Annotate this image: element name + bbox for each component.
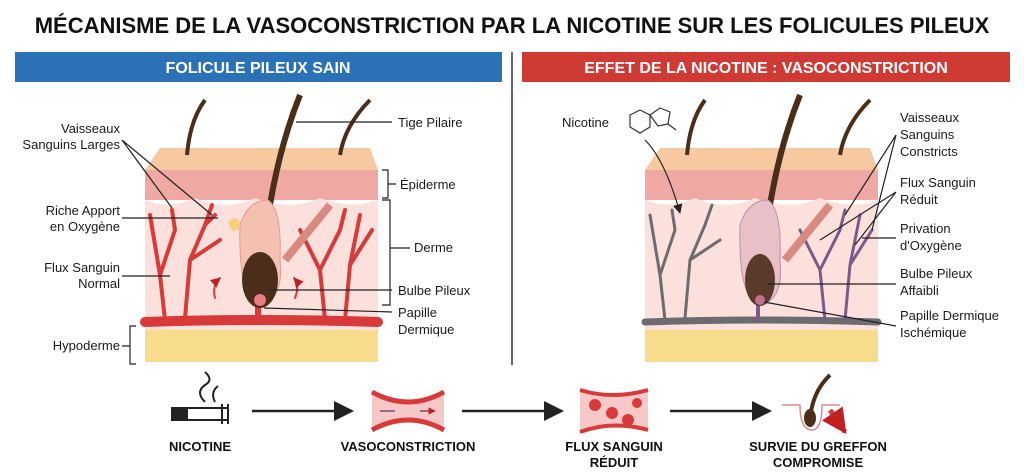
label-oxygen-deprivation: Privation	[900, 221, 951, 236]
label-bulb: Bulbe Pileux	[398, 283, 471, 298]
nicotine-molecule-icon	[629, 107, 677, 134]
compromised-graft-icon	[782, 373, 848, 435]
reduced-flow-icon	[579, 388, 649, 434]
flow-label-graft-2: COMPROMISE	[773, 455, 864, 470]
process-flow-labels: NICOTINE VASOCONSTRICTION FLUX SANGUIN R…	[169, 439, 887, 470]
label-shaft: Tige Pilaire	[398, 115, 463, 130]
label-flow: Flux Sanguin	[44, 260, 120, 275]
label-epiderm: Épiderme	[400, 177, 456, 192]
label-ischemic-papilla-2: Ischémique	[900, 325, 966, 340]
flow-label-reduced-flow-2: RÉDUIT	[590, 455, 638, 470]
label-weak-bulb-2: Affaibli	[900, 283, 939, 298]
nicotine-banner	[522, 52, 1010, 82]
nicotine-skin-illustration	[629, 93, 882, 362]
label-ischemic-papilla: Papille Dermique	[900, 308, 999, 323]
label-reduced-flow: Flux Sanguin	[900, 175, 976, 190]
label-vessels: Vaisseaux	[61, 121, 121, 136]
label-papilla: Papille	[398, 305, 437, 320]
healthy-labels: Vaisseaux Sanguins Larges Riche Apport e…	[22, 115, 471, 365]
label-constricted-vessels-3: Constricts	[900, 144, 958, 159]
flow-label-reduced-flow: FLUX SANGUIN	[565, 439, 663, 454]
page-title: MÉCANISME DE LA VASOCONSTRICTION PAR LA …	[35, 13, 990, 38]
label-hypoderm: Hypoderme	[53, 338, 120, 353]
label-nicotine: Nicotine	[562, 115, 609, 130]
label-oxygen-deprivation-2: d'Oxygène	[900, 238, 962, 253]
nicotine-labels: Nicotine Vaisseaux Sanguins Constricts F…	[562, 110, 999, 340]
label-derm: Derme	[414, 240, 453, 255]
label-constricted-vessels: Vaisseaux	[900, 110, 960, 125]
label-constricted-vessels-2: Sanguins	[900, 127, 955, 142]
label-flow-2: Normal	[78, 276, 120, 291]
healthy-banner-title: FOLICULE PILEUX SAIN	[166, 60, 351, 77]
constricted-vessel-icon	[370, 389, 446, 433]
healthy-banner	[15, 52, 502, 82]
label-oxygen-2: en Oxygène	[50, 219, 120, 234]
label-reduced-flow-2: Réduit	[900, 192, 938, 207]
nicotine-banner-title: EFFET DE LA NICOTINE : VASOCONSTRICTION	[584, 60, 948, 77]
flow-label-vasoconstriction: VASOCONSTRICTION	[341, 439, 476, 454]
label-weak-bulb: Bulbe Pileux	[900, 266, 973, 281]
flow-label-graft: SURVIE DU GREFFON	[749, 439, 887, 454]
healthy-skin-illustration	[140, 93, 383, 362]
label-vessels-2: Sanguins Larges	[22, 137, 120, 152]
process-flow	[171, 371, 848, 435]
flow-label-nicotine: NICOTINE	[169, 439, 231, 454]
cigarette-icon	[171, 371, 229, 424]
label-oxygen: Riche Apport	[46, 203, 121, 218]
label-papilla-2: Dermique	[398, 322, 454, 337]
